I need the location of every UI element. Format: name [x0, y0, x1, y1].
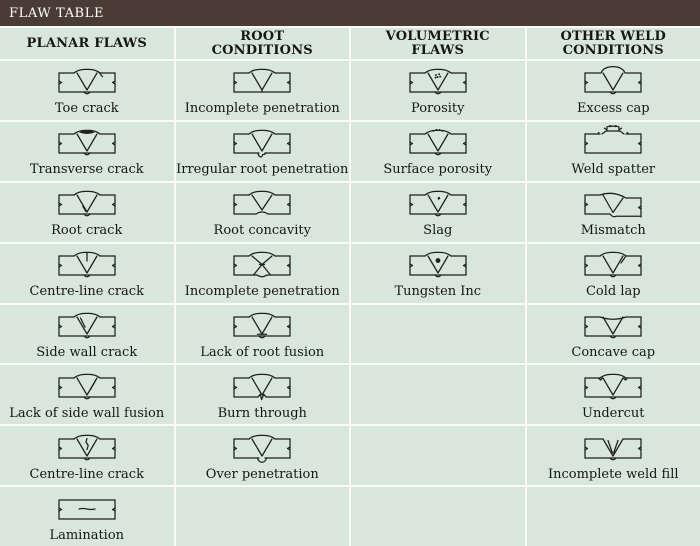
flaw-label: Weld spatter: [571, 162, 656, 178]
flaw-cell: Excess cap: [526, 61, 700, 120]
flaw-label: Surface porosity: [383, 162, 493, 178]
incomplete-penetration-double-v-icon: [230, 247, 294, 283]
column-header-label: VOLUMETRIC FLAWS: [385, 28, 490, 58]
column-header-label: OTHER WELD CONDITIONS: [560, 28, 666, 58]
page-title: FLAW TABLE: [9, 5, 105, 21]
weld-spatter-icon: [581, 125, 645, 161]
empty-cell: [351, 365, 525, 425]
root-crack-icon: [55, 186, 119, 222]
flaw-label: Mismatch: [580, 223, 646, 239]
flaw-label: Centre-line crack: [29, 466, 144, 482]
empty-cell: [526, 487, 700, 546]
flaw-label: Root concavity: [213, 223, 311, 239]
flaw-cell: Incomplete penetration: [175, 243, 349, 303]
incomplete-penetration-icon: [230, 64, 294, 100]
incomplete-weld-fill-icon: [581, 430, 645, 466]
flaw-cell: Root concavity: [175, 182, 349, 242]
root-concavity-icon: [230, 186, 294, 222]
flaw-label: Cold lap: [585, 284, 641, 300]
flaw-cell: Side wall crack: [0, 304, 174, 364]
flaw-label: Incomplete penetration: [184, 284, 340, 300]
flaw-label: Irregular root penetration: [176, 162, 349, 178]
flaw-cell: Centre-line crack: [0, 426, 174, 486]
centre-line-crack-zigzag-icon: [55, 430, 119, 466]
lack-of-root-fusion-icon: [230, 308, 294, 344]
flaw-label: Side wall crack: [36, 344, 138, 360]
column-header-3: VOLUMETRIC FLAWS: [351, 28, 525, 59]
flaw-label: Tungsten Inc: [394, 284, 482, 300]
flaw-cell: Cold lap: [526, 243, 700, 303]
flaw-cell: Surface porosity: [351, 121, 525, 181]
flaw-label: Slag: [423, 223, 453, 239]
column-header-2: ROOT CONDITIONS: [175, 28, 349, 59]
column-header-1: PLANAR FLAWS: [0, 28, 174, 59]
flaw-cell: Porosity: [351, 61, 525, 120]
column-header-label: PLANAR FLAWS: [26, 35, 147, 51]
flaw-cell: Tungsten Inc: [351, 243, 525, 303]
flaw-cell: Slag: [351, 182, 525, 242]
concave-cap-icon: [581, 308, 645, 344]
flaw-cell: Mismatch: [526, 182, 700, 242]
flaw-label: Lamination: [49, 527, 125, 543]
lamination-icon: [55, 491, 119, 527]
column-header-label: ROOT CONDITIONS: [211, 28, 313, 58]
flaw-cell: Lack of side wall fusion: [0, 365, 174, 425]
lack-of-side-wall-fusion-icon: [55, 369, 119, 405]
excess-cap-icon: [581, 64, 645, 100]
transverse-crack-icon: [55, 125, 119, 161]
empty-cell: [351, 304, 525, 364]
empty-cell: [351, 426, 525, 486]
surface-porosity-icon: [406, 125, 470, 161]
empty-cell: [351, 487, 525, 546]
flaw-label: Centre-line crack: [29, 284, 144, 300]
flaw-label: Toe crack: [54, 101, 119, 117]
tungsten-inclusion-icon: [406, 247, 470, 283]
flaw-label: Incomplete penetration: [184, 101, 340, 117]
flaw-label: Lack of root fusion: [200, 344, 325, 360]
flaw-cell: Incomplete penetration: [175, 61, 349, 120]
flaw-cell: Weld spatter: [526, 121, 700, 181]
flaw-cell: Undercut: [526, 365, 700, 425]
title-bar: FLAW TABLE: [0, 0, 700, 26]
over-penetration-icon: [230, 430, 294, 466]
flaw-table: PLANAR FLAWS ROOT CONDITIONS VOLUMETRIC …: [0, 26, 700, 546]
flaw-cell: Irregular root penetration: [175, 121, 349, 181]
flaw-cell: Centre-line crack: [0, 243, 174, 303]
porosity-icon: [406, 64, 470, 100]
slag-icon: [406, 186, 470, 222]
flaw-cell: Lamination: [0, 487, 174, 546]
flaw-label: Transverse crack: [29, 162, 144, 178]
flaw-label: Porosity: [411, 101, 465, 117]
toe-crack-icon: [55, 64, 119, 100]
flaw-label: Concave cap: [571, 344, 656, 360]
flaw-label: Excess cap: [576, 101, 650, 117]
flaw-label: Incomplete weld fill: [547, 466, 679, 482]
side-wall-crack-icon: [55, 308, 119, 344]
mismatch-icon: [581, 186, 645, 222]
irregular-root-penetration-icon: [230, 125, 294, 161]
flaw-label: Burn through: [217, 405, 307, 421]
flaw-cell: Lack of root fusion: [175, 304, 349, 364]
flaw-label: Lack of side wall fusion: [9, 405, 165, 421]
flaw-cell: Root crack: [0, 182, 174, 242]
undercut-icon: [581, 369, 645, 405]
centre-line-crack-icon: [55, 247, 119, 283]
empty-cell: [175, 487, 349, 546]
flaw-label: Undercut: [582, 405, 645, 421]
flaw-cell: Over penetration: [175, 426, 349, 486]
flaw-cell: Burn through: [175, 365, 349, 425]
flaw-cell: Incomplete weld fill: [526, 426, 700, 486]
cold-lap-icon: [581, 247, 645, 283]
flaw-cell: Concave cap: [526, 304, 700, 364]
flaw-cell: Transverse crack: [0, 121, 174, 181]
flaw-label: Over penetration: [205, 466, 319, 482]
flaw-label: Root crack: [51, 223, 123, 239]
flaw-cell: Toe crack: [0, 61, 174, 120]
column-header-4: OTHER WELD CONDITIONS: [526, 28, 700, 59]
burn-through-icon: [230, 369, 294, 405]
